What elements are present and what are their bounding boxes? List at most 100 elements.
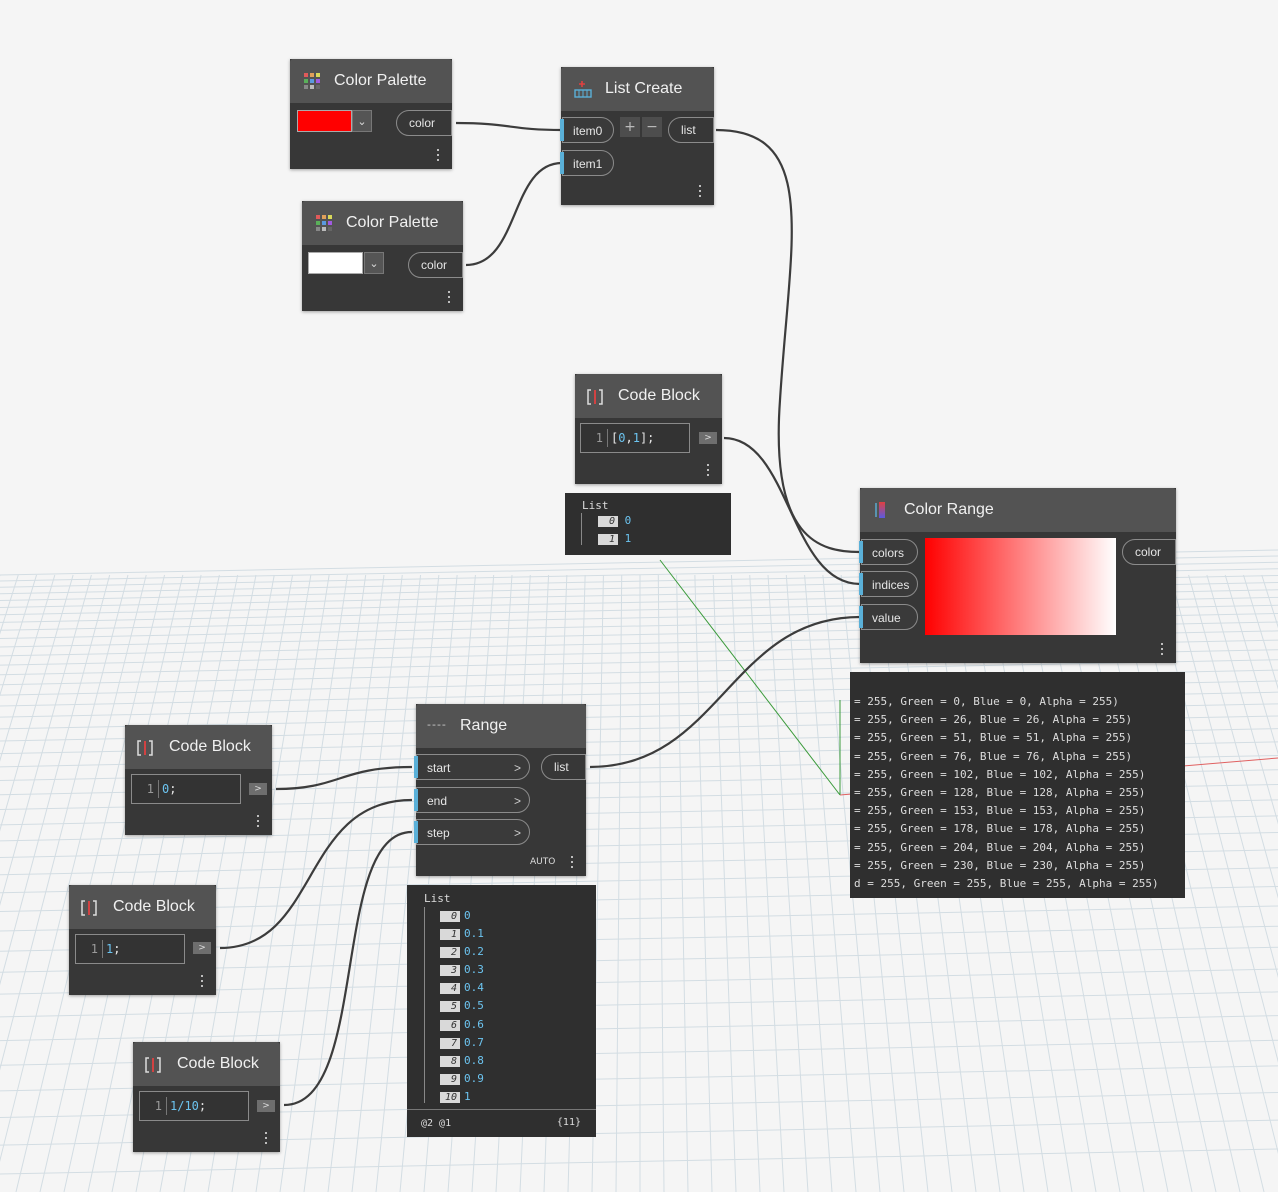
more-options-icon[interactable] — [699, 185, 702, 199]
code-editor[interactable]: 1 [0,1]; — [580, 423, 690, 453]
input-port-item0[interactable]: item0 — [560, 117, 614, 143]
port-label: value — [872, 611, 901, 625]
range-node[interactable]: ---- Range start> end> step> list AUTO — [414, 704, 586, 876]
list-value: 0.7 — [464, 1035, 484, 1049]
input-port-item1[interactable]: item1 — [560, 150, 614, 176]
color-palette-node-1[interactable]: Color Palette ⌄ color — [290, 59, 452, 169]
wire-codeblock-to-indices[interactable] — [723, 436, 861, 586]
axis-y-line — [659, 559, 841, 796]
code-text: 0; — [162, 782, 177, 796]
node-header[interactable] — [860, 488, 1176, 532]
input-port-indices[interactable]: indices — [859, 571, 918, 597]
output-port[interactable]: > — [257, 1100, 275, 1112]
node-header[interactable] — [69, 885, 216, 929]
color-list: = 255, Green = 0, Blue = 0, Alpha = 255)… — [854, 693, 1159, 893]
code-editor[interactable]: 1 0; — [131, 774, 241, 804]
list-index: 1 — [440, 929, 460, 941]
list-value: 0.2 — [464, 945, 484, 959]
list-index: 9 — [440, 1073, 460, 1085]
output-port-color[interactable]: color — [1122, 539, 1176, 565]
input-port-start[interactable]: start> — [414, 754, 530, 780]
input-port-step[interactable]: step > — [414, 819, 530, 845]
node-header[interactable] — [125, 725, 272, 769]
wire-palette1-to-item0[interactable] — [455, 121, 563, 132]
node-header[interactable] — [133, 1042, 280, 1086]
output-port[interactable]: > — [249, 783, 267, 795]
wire-start-to-range[interactable] — [275, 765, 413, 791]
add-input-button[interactable]: + — [620, 117, 640, 137]
color-list-item: = 255, Green = 178, Blue = 178, Alpha = … — [854, 822, 1146, 836]
code-block-node-list[interactable]: Code Block 1 [0,1]; > — [575, 374, 722, 484]
chevron-right-icon[interactable]: > — [513, 794, 521, 808]
output-port-list[interactable]: list — [541, 754, 586, 780]
gutter-line — [166, 1097, 167, 1115]
palette-grid-icon — [304, 73, 320, 89]
wire-palette2-to-item1[interactable] — [465, 161, 563, 267]
list-create-icon — [574, 81, 592, 98]
color-swatch[interactable] — [308, 252, 363, 274]
output-port-color[interactable]: color — [408, 252, 463, 278]
more-options-icon[interactable] — [571, 856, 574, 870]
color-range-node[interactable]: Color Range colors indices value color — [859, 488, 1176, 663]
wire-step-to-range[interactable] — [283, 830, 413, 1107]
output-port[interactable]: > — [699, 432, 717, 444]
list-index: 5 — [440, 1001, 460, 1013]
wire-range-to-value[interactable] — [589, 615, 861, 769]
list-value: 0 — [464, 909, 471, 922]
node-title: Code Block — [177, 1055, 259, 1072]
code-editor[interactable]: 1 1/10; — [139, 1091, 249, 1121]
node-title: Color Palette — [346, 214, 439, 231]
wire-end-to-range[interactable] — [219, 798, 413, 950]
lacing-label[interactable]: AUTO — [530, 857, 556, 867]
input-port-value[interactable]: value — [859, 604, 918, 630]
color-list-item: = 255, Green = 153, Blue = 153, Alpha = … — [854, 804, 1146, 818]
node-header[interactable] — [561, 67, 714, 111]
list-create-node[interactable]: List Create item0 + − item1 list — [560, 67, 714, 205]
code-block-icon — [587, 389, 603, 405]
chevron-down-icon[interactable]: ⌄ — [352, 110, 372, 132]
more-options-icon[interactable] — [707, 464, 710, 478]
chevron-right-icon[interactable]: > — [513, 826, 521, 840]
list-value: 0.6 — [464, 1017, 484, 1031]
more-options-icon[interactable] — [257, 815, 260, 829]
color-palette-node-2[interactable]: Color Palette ⌄ color — [302, 201, 463, 311]
port-label: colors — [872, 546, 905, 560]
code-block-node-end[interactable]: Code Block 1 1; > — [69, 885, 216, 995]
wire-list-to-colors[interactable] — [715, 128, 861, 554]
list-index: 0 — [440, 911, 460, 922]
more-options-icon[interactable] — [201, 975, 204, 989]
color-list-item: = 255, Green = 128, Blue = 128, Alpha = … — [854, 786, 1146, 800]
list-index: 4 — [440, 983, 460, 995]
list-index: 7 — [440, 1037, 460, 1049]
more-options-icon[interactable] — [1161, 643, 1164, 657]
chevron-down-icon[interactable]: ⌄ — [364, 252, 384, 274]
input-port-colors[interactable]: colors — [859, 539, 918, 565]
watch-preview-list: List 0 0 1 1 — [565, 493, 731, 555]
color-swatch[interactable] — [297, 110, 352, 132]
code-editor[interactable]: 1 1; — [75, 934, 185, 964]
output-port[interactable]: > — [193, 942, 211, 954]
port-label: step — [427, 826, 450, 840]
node-header[interactable] — [575, 374, 722, 418]
list-value: 0.9 — [464, 1071, 484, 1085]
watch-preview-colors: = 255, Green = 0, Blue = 0, Alpha = 255)… — [850, 672, 1185, 898]
preview-header: List — [424, 892, 451, 905]
list-index: 6 — [440, 1019, 460, 1031]
more-options-icon[interactable] — [265, 1132, 268, 1146]
code-block-node-start[interactable]: Code Block 1 0; > — [125, 725, 272, 835]
preview-levels: @2 @1 — [421, 1118, 452, 1129]
node-header[interactable] — [416, 704, 586, 748]
list-value: 0.5 — [464, 999, 484, 1013]
output-port-list[interactable]: list — [668, 117, 714, 143]
input-port-end[interactable]: end> — [414, 787, 530, 813]
code-block-node-step[interactable]: Code Block 1 1/10; > — [133, 1042, 280, 1152]
more-options-icon[interactable] — [448, 291, 451, 305]
remove-input-button[interactable]: − — [642, 117, 662, 137]
output-port-color[interactable]: color — [396, 110, 452, 136]
more-options-icon[interactable] — [437, 149, 440, 163]
chevron-right-icon[interactable]: > — [513, 761, 521, 775]
